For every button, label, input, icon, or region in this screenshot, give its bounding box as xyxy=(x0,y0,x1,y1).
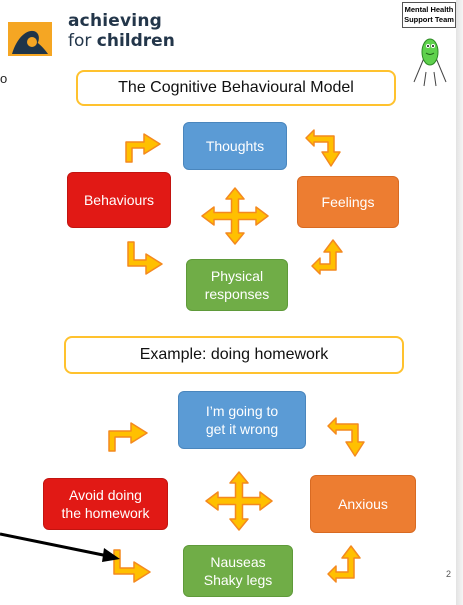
slide-edge xyxy=(456,0,463,605)
physical-responses-label: Physical responses xyxy=(204,268,270,302)
example-physical-label: Nauseas Shaky legs xyxy=(203,554,273,588)
elbow-arrow-icon xyxy=(327,417,365,457)
example-thoughts-box: I’m going to get it wrong xyxy=(178,391,306,449)
elbow-arrow-icon xyxy=(108,422,148,452)
brand-line-1: achieving xyxy=(68,11,162,31)
edge-text: o xyxy=(0,71,8,86)
pointer-arrow-icon xyxy=(0,532,120,562)
example-thoughts-label: I’m going to get it wrong xyxy=(205,403,279,437)
four-way-arrow-icon xyxy=(205,471,273,531)
badge-line-2: Support Team xyxy=(404,15,454,24)
four-way-arrow-icon xyxy=(201,187,269,245)
achieving-for-children-logo xyxy=(8,22,52,56)
badge-line-1: Mental Health xyxy=(404,5,454,14)
feelings-box: Feelings xyxy=(297,176,399,228)
thoughts-label: Thoughts xyxy=(205,138,265,154)
elbow-arrow-icon xyxy=(327,545,361,583)
brand-line-2: for children xyxy=(68,33,175,50)
behaviours-label: Behaviours xyxy=(83,192,155,208)
example-feelings-label: Anxious xyxy=(338,496,388,512)
model-title: The Cognitive Behavioural Model xyxy=(76,70,396,106)
mental-health-badge: Mental Health Support Team xyxy=(402,2,456,28)
physical-responses-box: Physical responses xyxy=(186,259,288,311)
example-title-text: Example: doing homework xyxy=(139,346,329,363)
elbow-arrow-icon xyxy=(305,129,341,167)
example-title: Example: doing homework xyxy=(64,336,404,374)
thoughts-box: Thoughts xyxy=(183,122,287,170)
feelings-label: Feelings xyxy=(321,194,375,210)
elbow-arrow-icon xyxy=(127,241,163,275)
brand-line-2-prefix: for xyxy=(68,31,97,51)
elbow-arrow-icon xyxy=(125,133,161,163)
mascot-figure xyxy=(413,38,447,87)
brand-line-2-bold: children xyxy=(96,31,175,51)
example-behaviours-label: Avoid doing the homework xyxy=(61,487,150,521)
example-behaviours-box: Avoid doing the homework xyxy=(43,478,168,530)
example-feelings-box: Anxious xyxy=(310,475,416,533)
behaviours-box: Behaviours xyxy=(67,172,171,228)
brand-name: achieving for children xyxy=(68,13,175,50)
elbow-arrow-icon xyxy=(311,239,343,275)
page-number: 2 xyxy=(446,569,452,579)
example-physical-box: Nauseas Shaky legs xyxy=(183,545,293,597)
model-title-text: The Cognitive Behavioural Model xyxy=(118,79,354,96)
